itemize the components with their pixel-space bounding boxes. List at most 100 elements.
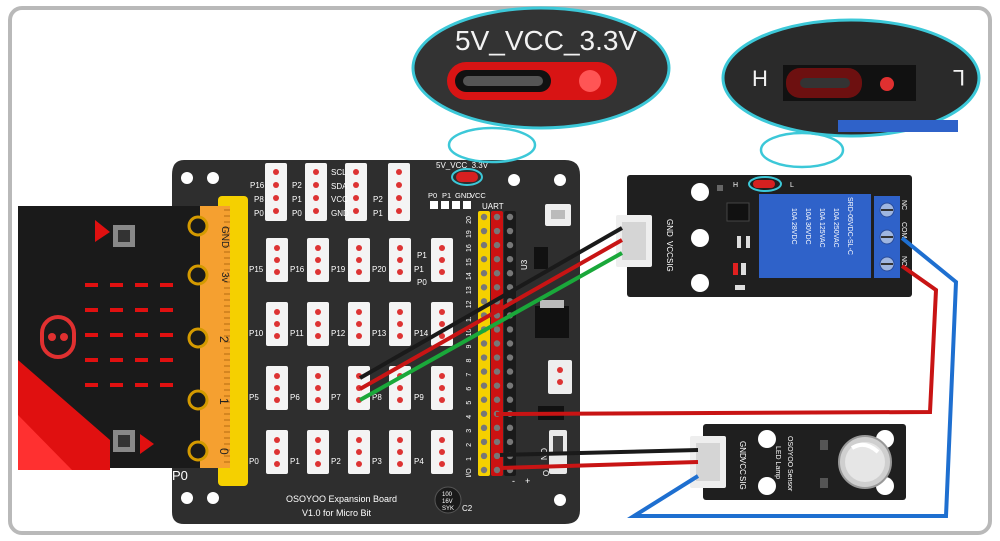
board-title: OSOYOO Expansion Board	[286, 494, 397, 504]
header-pin	[493, 241, 501, 249]
pin-label: VCC	[331, 195, 348, 204]
plus-label: +	[525, 476, 530, 486]
relay-term-nc: NC	[900, 200, 907, 210]
pin-label: GND	[331, 209, 349, 218]
header-pin	[493, 213, 501, 221]
header-pin	[480, 438, 488, 446]
header-label-p1: P1	[442, 191, 451, 200]
matrix-led	[135, 283, 148, 287]
header-pin	[506, 368, 514, 375]
matrix-led	[135, 383, 148, 387]
off-label: O	[541, 470, 550, 476]
header-pin	[493, 354, 501, 361]
header-pin	[493, 255, 501, 263]
header-pin	[480, 466, 488, 474]
header-pin	[493, 382, 501, 389]
connector-label: P15	[249, 265, 264, 274]
connector-label: P11	[290, 329, 304, 338]
edge-pin-2	[187, 327, 209, 349]
jumper-highlight	[451, 168, 483, 186]
header-pin	[480, 368, 488, 375]
gravity-connector	[348, 430, 370, 474]
pin-number: 4	[466, 415, 473, 419]
microbit: GND 3v 2 1 0 P0	[18, 196, 248, 486]
connector-label: P1	[290, 457, 300, 466]
matrix-led	[135, 333, 148, 337]
edge-label-2: 2	[217, 336, 231, 343]
pin-label: P8	[254, 195, 264, 204]
mounting-hole	[554, 174, 566, 186]
matrix-led	[85, 333, 98, 337]
edge-pin-3v	[187, 264, 209, 286]
board-subtitle: V1.0 for Micro Bit	[302, 508, 372, 518]
wire-led-gnd	[499, 448, 699, 457]
c2-label: C2	[462, 504, 473, 513]
header-pin	[480, 354, 488, 361]
matrix-led	[110, 383, 123, 387]
pin-number: 9	[466, 344, 473, 348]
connector-label: P12	[331, 329, 346, 338]
header-pin	[506, 284, 514, 291]
pin-number: 1	[466, 457, 473, 461]
uart-label: UART	[482, 202, 504, 211]
header-pin	[480, 382, 488, 389]
connector-label: P2	[331, 457, 341, 466]
matrix-led	[110, 308, 123, 312]
matrix-led	[160, 283, 173, 287]
gravity-connector	[389, 238, 411, 282]
edge-label-1: 1	[217, 398, 231, 405]
header-pin	[480, 410, 488, 417]
header-pin	[480, 298, 488, 305]
electrolytic-capacitor	[434, 486, 462, 514]
connector-label: P16	[290, 265, 305, 274]
relay-pin-gnd: GND	[665, 219, 674, 237]
header-pin	[480, 255, 488, 263]
gravity-connector	[266, 430, 288, 474]
matrix-led	[135, 358, 148, 362]
header-pin	[493, 326, 501, 333]
pin-number: 15	[466, 258, 473, 266]
white-connector	[548, 360, 572, 394]
gravity-connector	[307, 302, 329, 346]
relay-jumper[interactable]	[753, 180, 775, 188]
microbit-logo	[40, 315, 76, 359]
wire-relay-gnd	[359, 226, 623, 380]
relay-pin-sig: SIG	[665, 258, 674, 272]
led-matrix	[85, 283, 173, 387]
relay-jumper-l: L	[790, 182, 794, 189]
relay-jumper-highlight	[748, 176, 782, 192]
uart-header	[430, 201, 471, 209]
pin-label: P2	[292, 181, 302, 190]
gravity-connector	[307, 430, 329, 474]
gravity-connector	[266, 238, 288, 282]
pin-number: 13	[466, 286, 473, 294]
header-pin	[480, 241, 488, 249]
pin-label: P16	[250, 181, 265, 190]
matrix-led	[160, 358, 173, 362]
gravity-connector	[307, 238, 329, 282]
pin-number: 7	[466, 373, 473, 377]
pin-label: P0	[292, 209, 302, 218]
gravity-connector	[266, 302, 288, 346]
u3-label: U3	[520, 259, 529, 270]
connector-label: P10	[249, 329, 264, 338]
header-pin	[493, 340, 501, 347]
matrix-led	[110, 283, 123, 287]
pin-label: P0	[254, 209, 264, 218]
connector-label: P14	[414, 329, 429, 338]
led-name-2: LED Lamp	[774, 446, 781, 479]
mounting-hole	[181, 492, 193, 504]
p0-label: P0	[172, 468, 188, 483]
pin-number: 3	[466, 429, 473, 433]
led-lamp-module: GND VCC SIG OSOYOO Sensor LED Lamp	[690, 424, 906, 500]
pin-label: P2	[373, 195, 383, 204]
connector-label: P0	[249, 457, 259, 466]
power-jumper[interactable]	[456, 172, 478, 182]
pin-label: P1	[292, 195, 302, 204]
header-pin	[506, 270, 514, 277]
wires	[359, 226, 959, 518]
wire-relay-vcc	[359, 238, 623, 391]
mounting-hole	[181, 172, 193, 184]
